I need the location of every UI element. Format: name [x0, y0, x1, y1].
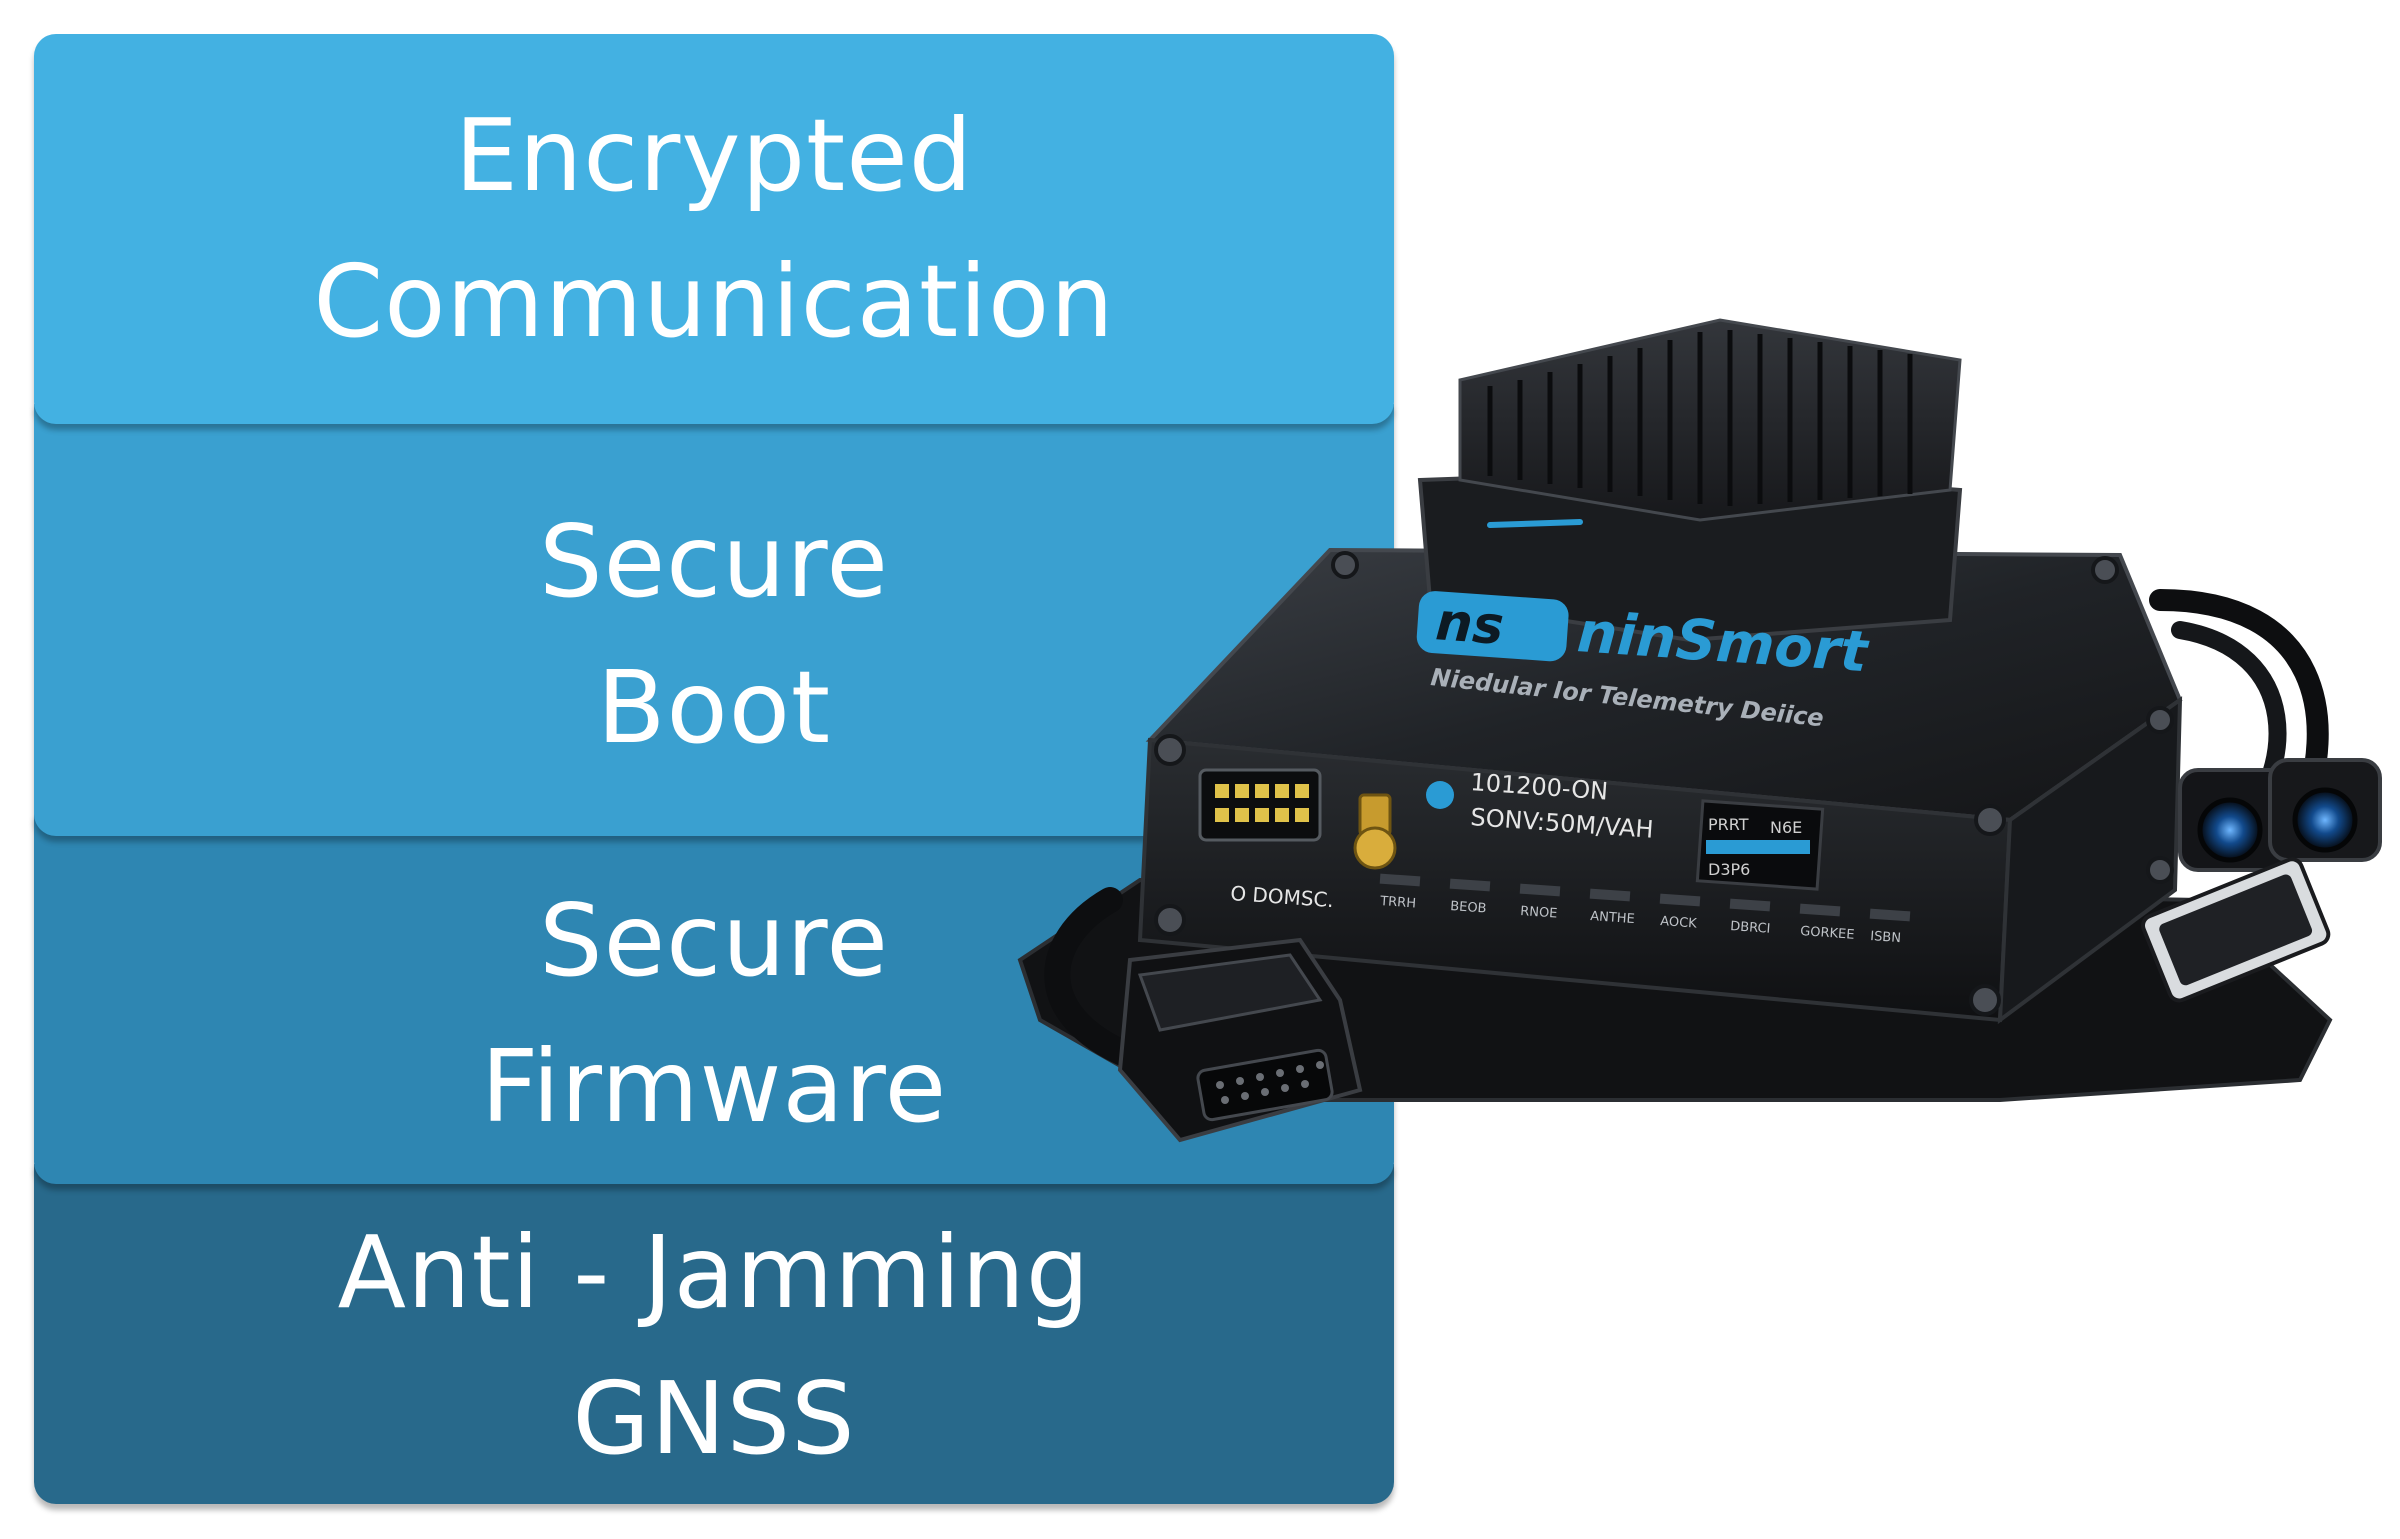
panel-small-3: D3P6: [1708, 860, 1750, 879]
port-name: BEOB: [1450, 899, 1487, 916]
port-name: ANTHE: [1590, 909, 1636, 927]
status-light-strip: [1487, 519, 1583, 528]
panel-small-2: N6E: [1770, 818, 1802, 837]
heatsink-top: [1458, 318, 1962, 522]
cable-left: [1044, 887, 1153, 1073]
pin-connector: [1198, 768, 1322, 842]
brand-badge-text: ns: [1434, 592, 1506, 657]
heatsink-fins: [1487, 330, 1913, 506]
security-stack: Encrypted Communication Secure Boot Secu…: [34, 34, 1394, 1504]
layer-label: Encrypted Communication: [313, 97, 1115, 360]
sd-card: [2141, 857, 2331, 1003]
screws: [1154, 551, 2174, 1016]
layer-label: Secure Boot: [539, 503, 889, 766]
antenna-connector: [1353, 793, 1397, 870]
indicator-led: [1426, 781, 1454, 809]
brand-badge-bg: [1416, 591, 1569, 662]
camera-left: [2178, 768, 2292, 872]
port-name: GORKEE: [1800, 924, 1855, 943]
panel-small-1: PRRT: [1708, 815, 1749, 834]
layer-anti-jamming-gnss: Anti - Jamming GNSS: [34, 1164, 1394, 1504]
layer-label: Anti - Jamming GNSS: [337, 1214, 1091, 1477]
port-name: ISBN: [1870, 929, 1902, 946]
port-name: DBRCI: [1730, 919, 1771, 937]
port-name: RNOE: [1520, 904, 1558, 922]
port-name: TRRH: [1379, 894, 1417, 912]
obd-plug: [1117, 937, 1363, 1143]
connector-pins: [1215, 784, 1309, 822]
camera-right: [2268, 758, 2382, 862]
device-illustration: ns ninSmort Niedular Ior Telemetry Deiic…: [1017, 318, 2382, 1143]
layer-encrypted-communication: Encrypted Communication: [34, 34, 1394, 424]
port-names: TRRH BEOB RNOE ANTHE AOCK DBRCI GORKEE I…: [1379, 894, 1902, 946]
telematics-device-image: ns ninSmort Niedular Ior Telemetry Deiic…: [1000, 300, 2400, 1220]
layer-label: Secure Firmware: [480, 882, 948, 1145]
display-highlight: [1706, 840, 1810, 854]
body-side: [1997, 696, 2183, 1025]
port-name: AOCK: [1660, 914, 1698, 932]
port-slots: [1379, 873, 1911, 922]
